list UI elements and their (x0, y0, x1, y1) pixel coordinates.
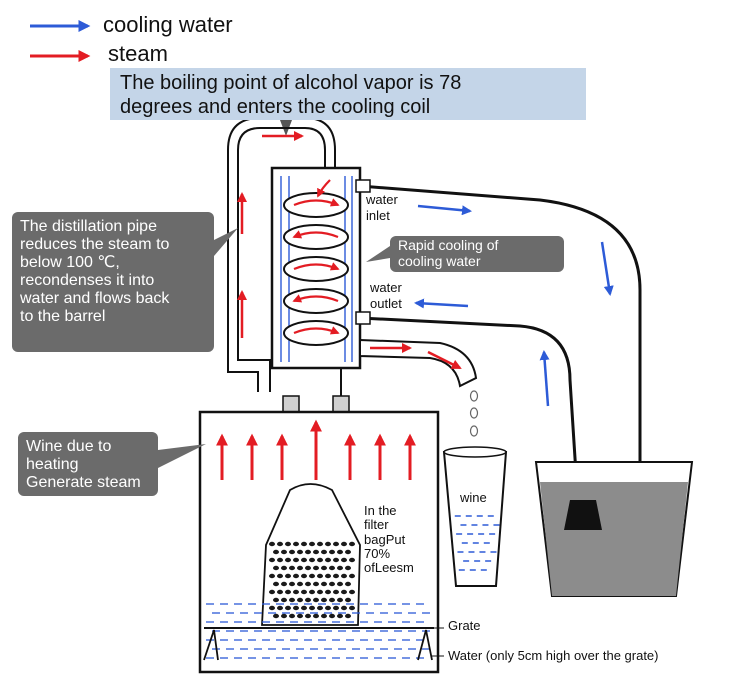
label-wine: wine (460, 490, 487, 505)
label-water-inlet: water inlet (366, 192, 398, 223)
water-inlet-port (355, 179, 371, 193)
boiling-point-banner: The boiling point of alcohol vapor is 78… (110, 68, 586, 120)
condensate-spout (359, 338, 478, 388)
grate (203, 627, 434, 661)
water-inlet-pipe (359, 184, 642, 558)
coil-steam-arrows (292, 179, 340, 335)
cooling-tank (534, 461, 694, 597)
legend-cooling-water: cooling water (103, 12, 233, 37)
callout-wine-heating: Wine due to heating Generate steam (18, 432, 158, 496)
legend-steam: steam (108, 41, 168, 66)
label-water-level: Water (only 5cm high over the grate) (448, 648, 659, 663)
wine-glass (442, 446, 508, 587)
callout-distillation-pipe: The distillation pipe reduces the steam … (12, 212, 214, 352)
label-water-outlet: water outlet (370, 280, 402, 311)
label-grate: Grate (448, 618, 481, 633)
barrel-water-lines (206, 603, 430, 659)
water-outlet-pipe (359, 316, 580, 506)
label-filter-bag: In the filter bagPut 70% ofLeesm (364, 503, 414, 576)
water-outlet-port (355, 311, 371, 325)
callout-rapid-cooling: Rapid cooling of cooling water (390, 236, 564, 272)
water-flow-arrows (414, 204, 614, 407)
filter-bag (261, 483, 361, 626)
drops (469, 390, 479, 437)
barrel-steam-arrows (216, 419, 416, 480)
